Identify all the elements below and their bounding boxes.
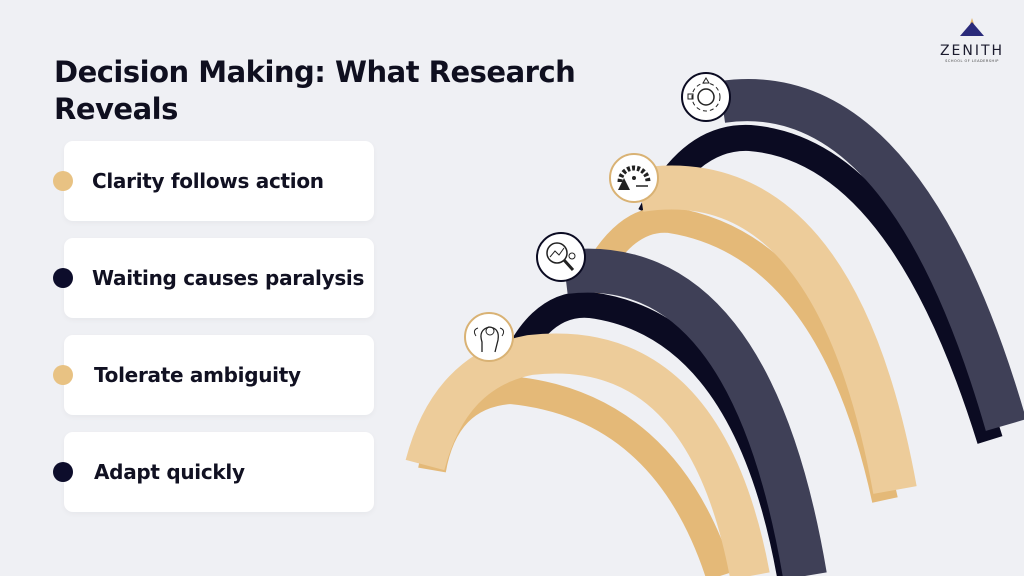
gauge-warning-icon <box>609 153 659 203</box>
arch-3 <box>573 165 917 503</box>
bullet-dot <box>53 462 73 482</box>
arch-2 <box>492 248 827 576</box>
zenith-logo: ZENITH SCHOOL OF LEADERSHIP <box>930 16 1014 63</box>
page-title: Decision Making: What Research Reveals <box>54 55 576 126</box>
item-label: Tolerate ambiguity <box>94 363 301 387</box>
item-label: Waiting causes paralysis <box>92 266 365 290</box>
list-item: Adapt quickly <box>53 432 374 512</box>
bullet-dot <box>53 171 73 191</box>
item-label: Adapt quickly <box>94 460 245 484</box>
logo-name: ZENITH <box>939 43 1005 59</box>
list-item: Tolerate ambiguity <box>53 335 374 415</box>
logo-triangle-icon <box>960 18 984 36</box>
arch-1 <box>405 333 770 576</box>
bullet-dot <box>53 268 73 288</box>
item-label: Clarity follows action <box>92 169 324 193</box>
bullet-dot <box>53 365 73 385</box>
magnifier-chart-icon <box>536 232 586 282</box>
list-item: Waiting causes paralysis <box>53 238 374 318</box>
logo-tagline: SCHOOL OF LEADERSHIP <box>945 59 999 63</box>
list-item: Clarity follows action <box>53 141 374 221</box>
arch-4 <box>638 79 1024 444</box>
lightbulb-head-icon <box>464 312 514 362</box>
gear-process-icon <box>681 72 731 122</box>
